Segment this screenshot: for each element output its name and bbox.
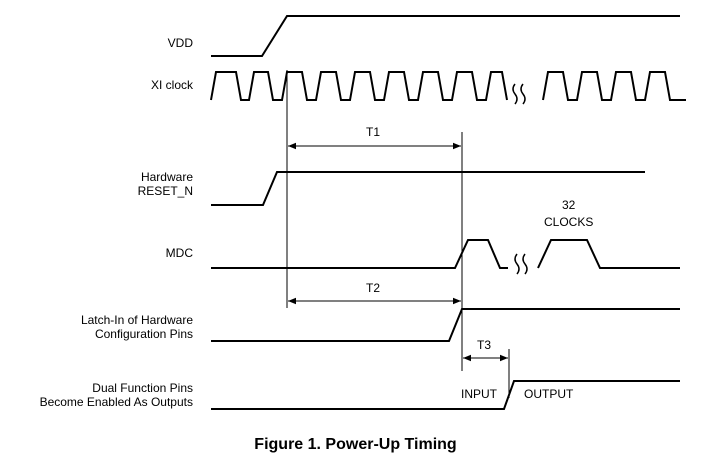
latch-label-line2: Configuration Pins	[94, 327, 193, 341]
clocks-count-label: 32	[562, 198, 576, 212]
vdd-waveform	[211, 15, 680, 57]
dual-label-line1: Dual Function Pins	[92, 381, 193, 395]
latch-label: Latch-In of Hardware Configuration Pins	[81, 313, 193, 341]
latch-waveform	[211, 308, 680, 342]
input-label: INPUT	[461, 387, 497, 401]
reset-label: Hardware RESET_N	[138, 170, 193, 198]
reset-waveform	[211, 171, 645, 206]
t3-label: T3	[477, 338, 492, 352]
vdd-label: VDD	[167, 36, 193, 50]
latch-label-line1: Latch-In of Hardware	[80, 313, 193, 327]
figure-caption: Figure 1. Power-Up Timing	[254, 436, 457, 453]
mdc-break-marks	[514, 253, 528, 275]
clock-break-marks	[512, 83, 526, 105]
xi-clock-label: XI clock	[150, 78, 193, 92]
reset-label-line1: Hardware	[140, 170, 193, 184]
xi-clock-waveform-left	[210, 71, 508, 101]
dual-function-label: Dual Function Pins Become Enabled As Out…	[40, 381, 193, 409]
mdc-waveform-right	[537, 239, 680, 269]
dual-label-line2: Become Enabled As Outputs	[39, 395, 193, 409]
mdc-waveform-left	[211, 239, 508, 269]
t2-label: T2	[366, 281, 381, 295]
mdc-label: MDC	[165, 246, 193, 260]
reset-label-line2: RESET_N	[137, 184, 193, 198]
t1-label: T1	[366, 125, 381, 139]
dual-function-waveform	[211, 380, 680, 410]
clocks-label: CLOCKS	[544, 215, 594, 229]
xi-clock-waveform-right	[542, 71, 686, 101]
output-label: OUTPUT	[524, 387, 574, 401]
